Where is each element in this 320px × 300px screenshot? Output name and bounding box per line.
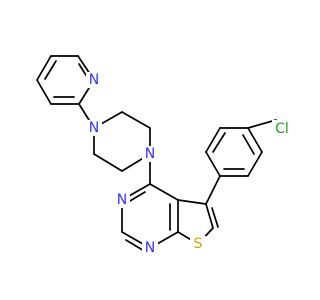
atom-label-s-thiophene: S — [194, 236, 203, 252]
atom-n-pyridine: N — [86, 72, 102, 88]
chlorophenyl-ring — [205, 127, 263, 177]
bond-phenyl-chlorine — [247, 119, 277, 129]
atom-label-n-pyridine: N — [89, 72, 99, 88]
atom-n-pyrimidine-bottom: N — [142, 240, 158, 256]
piperazine-ring — [93, 111, 151, 172]
atom-label-n-pyrimidine-bottom: N — [145, 240, 155, 256]
bond-thiophene-phenyl — [205, 175, 221, 205]
atom-n-piperazine-lower: N — [142, 146, 158, 162]
atom-n-pyrimidine-left: N — [114, 192, 130, 208]
atom-cl: Cl — [272, 120, 294, 138]
atom-s-thiophene: S — [190, 236, 206, 252]
atom-label-n-piperazine-lower: N — [145, 146, 155, 162]
pyridine-ring — [36, 55, 95, 105]
atom-label-n-piperazine-upper: N — [89, 120, 99, 136]
atom-label-n-pyrimidine-left: N — [117, 192, 127, 208]
atom-n-piperazine-upper: N — [86, 120, 102, 136]
molecule-structure: N N N N N S Cl — [36, 55, 294, 256]
atom-label-cl: Cl — [275, 121, 289, 137]
